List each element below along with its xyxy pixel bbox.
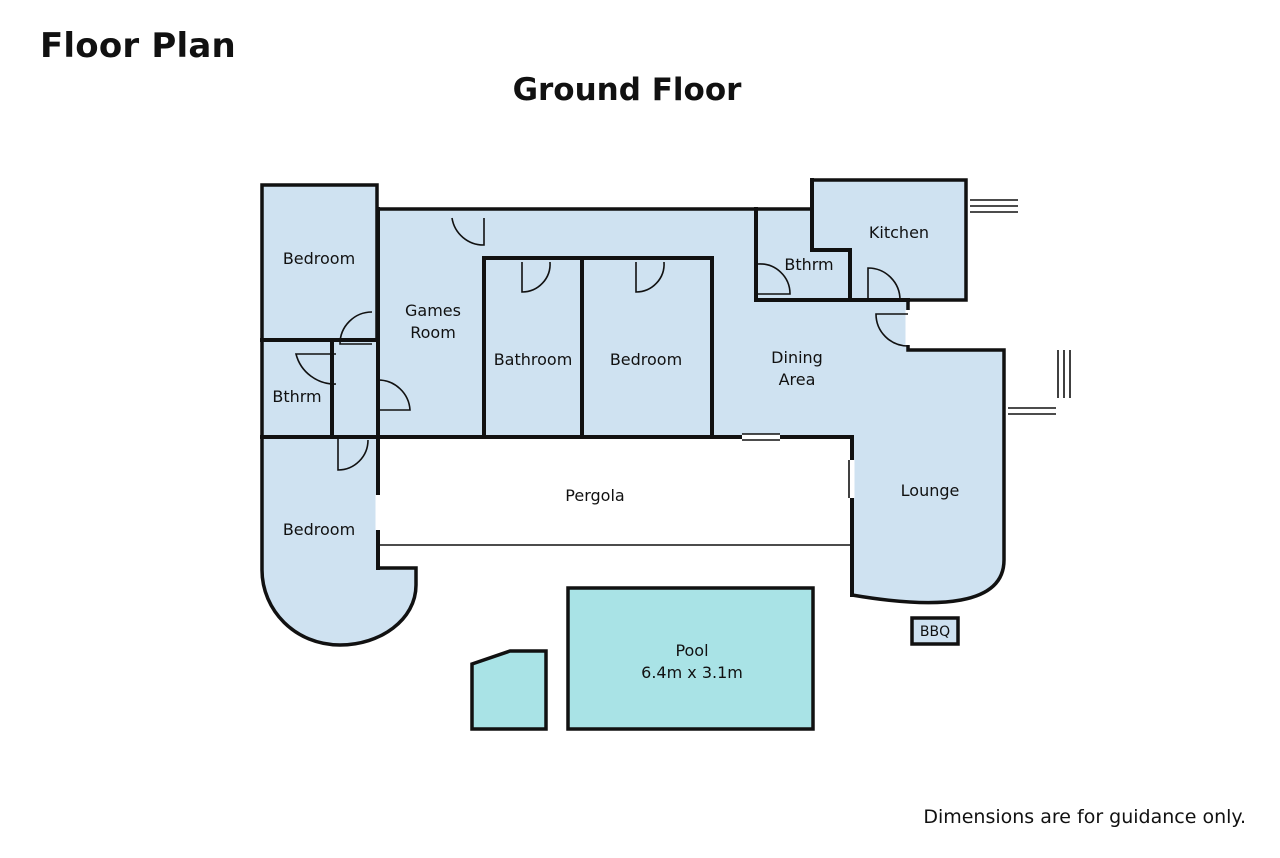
label-pergola: Pergola	[565, 486, 624, 505]
label-pool: Pool	[675, 641, 708, 660]
label-games-room-2: Room	[410, 323, 456, 342]
label-bedroom-middle: Bedroom	[610, 350, 682, 369]
small-pool	[470, 649, 548, 731]
label-bthrm-left: Bthrm	[272, 387, 321, 406]
left-corridor	[332, 340, 378, 437]
room-bedroom-top-left	[260, 183, 379, 342]
label-bbq: BBQ	[920, 624, 950, 640]
label-kitchen: Kitchen	[869, 223, 929, 242]
label-dining-2: Area	[779, 370, 816, 389]
label-bedroom-bottom-left: Bedroom	[283, 520, 355, 539]
floor-title: Ground Floor	[512, 72, 742, 108]
page-title: Floor Plan	[40, 26, 236, 66]
label-bedroom-top-left: Bedroom	[283, 249, 355, 268]
label-dining-1: Dining	[771, 348, 823, 367]
label-bthrm-right: Bthrm	[784, 255, 833, 274]
disclaimer: Dimensions are for guidance only.	[923, 806, 1246, 828]
pool	[566, 586, 815, 731]
label-lounge: Lounge	[901, 481, 960, 500]
pergola-area	[378, 437, 852, 545]
main-building	[376, 178, 1006, 605]
label-bathroom: Bathroom	[494, 350, 573, 369]
bbq-unit	[910, 616, 960, 646]
label-pool-size: 6.4m x 3.1m	[641, 663, 743, 682]
label-games-room-1: Games	[405, 301, 461, 320]
